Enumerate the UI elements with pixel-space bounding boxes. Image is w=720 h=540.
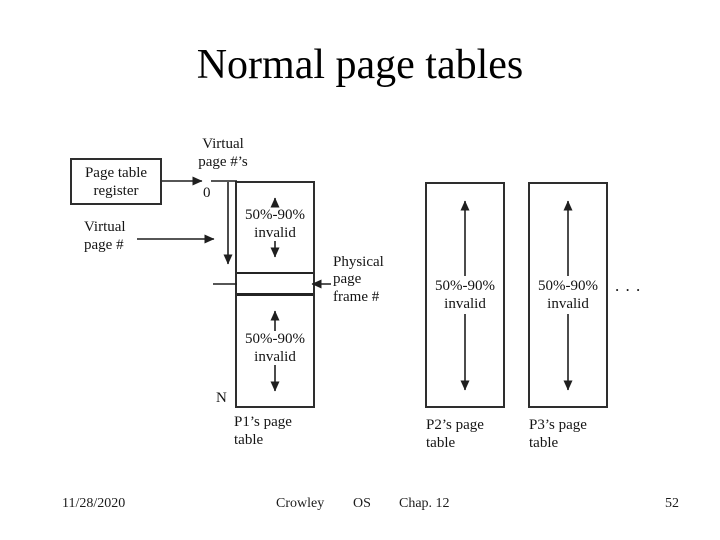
page-table-register-label: Page table register [84,164,148,199]
virtual-page-number-label: Virtual page # [84,219,126,253]
slide-title: Normal page tables [196,42,524,88]
index-n-label: N [216,390,227,406]
slide-number: 52 [665,496,679,511]
physical-page-frame-label: Physical page frame # [333,254,384,305]
footer-author: Crowley [276,496,325,511]
invalid-range-label-p1-lower: 50%-90% invalid [245,331,305,365]
invalid-range-label-p2: 50%-90% invalid [435,278,495,312]
page-table-1-caption: P1’s page table [234,414,292,448]
index-zero-label: 0 [203,185,211,201]
footer-chapter: Chap. 12 [399,496,450,511]
page-table-2-caption: P2’s page table [426,417,484,451]
page-table-3-caption: P3’s page table [529,417,587,451]
page-table-register-box: Page table register [70,158,162,205]
virtual-page-numbers-label: Virtual page #’s [198,136,248,170]
footer-date: 11/28/2020 [62,496,126,511]
invalid-range-label-p3: 50%-90% invalid [538,278,598,312]
page-table-entry-row [237,272,313,296]
footer-course: OS [353,496,371,511]
more-tables-ellipsis: . . . [615,276,642,295]
invalid-range-label-p1-upper: 50%-90% invalid [245,207,305,241]
